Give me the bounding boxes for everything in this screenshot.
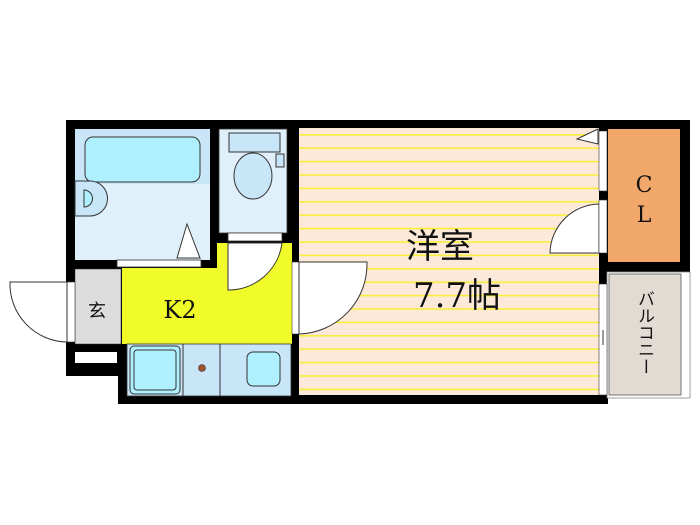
- stove-icon: [246, 351, 281, 387]
- balcony-label: バルコニー: [634, 290, 654, 375]
- room-size-label: 7.7帖: [413, 276, 501, 316]
- closet-label-c: C: [636, 173, 653, 198]
- closet-label: CL: [0, 0, 2, 1]
- entrance: [74, 268, 122, 345]
- sink-icon: [129, 345, 181, 395]
- closet: [608, 129, 680, 262]
- bath-door-arrow-icon: [176, 222, 201, 259]
- wall-lower-left-cut: [60, 376, 118, 406]
- stove-knob-icon: [198, 364, 206, 372]
- entrance-label: 玄: [88, 301, 106, 322]
- bath-door: [116, 259, 202, 268]
- room-door-swing: [298, 261, 368, 335]
- entrance-door-swing: [9, 281, 68, 343]
- toilet-icon: [233, 152, 273, 200]
- room-name-label: 洋室: [406, 227, 474, 267]
- closet-door-swing: [549, 203, 600, 254]
- window-arrow-icon: [575, 128, 599, 145]
- kitchen-label: K2: [163, 296, 196, 324]
- bathtub-basin: [84, 136, 201, 183]
- toilet-door-swing: [227, 242, 283, 291]
- closet-label-l: L: [637, 203, 652, 228]
- toilet-tank: [228, 132, 281, 153]
